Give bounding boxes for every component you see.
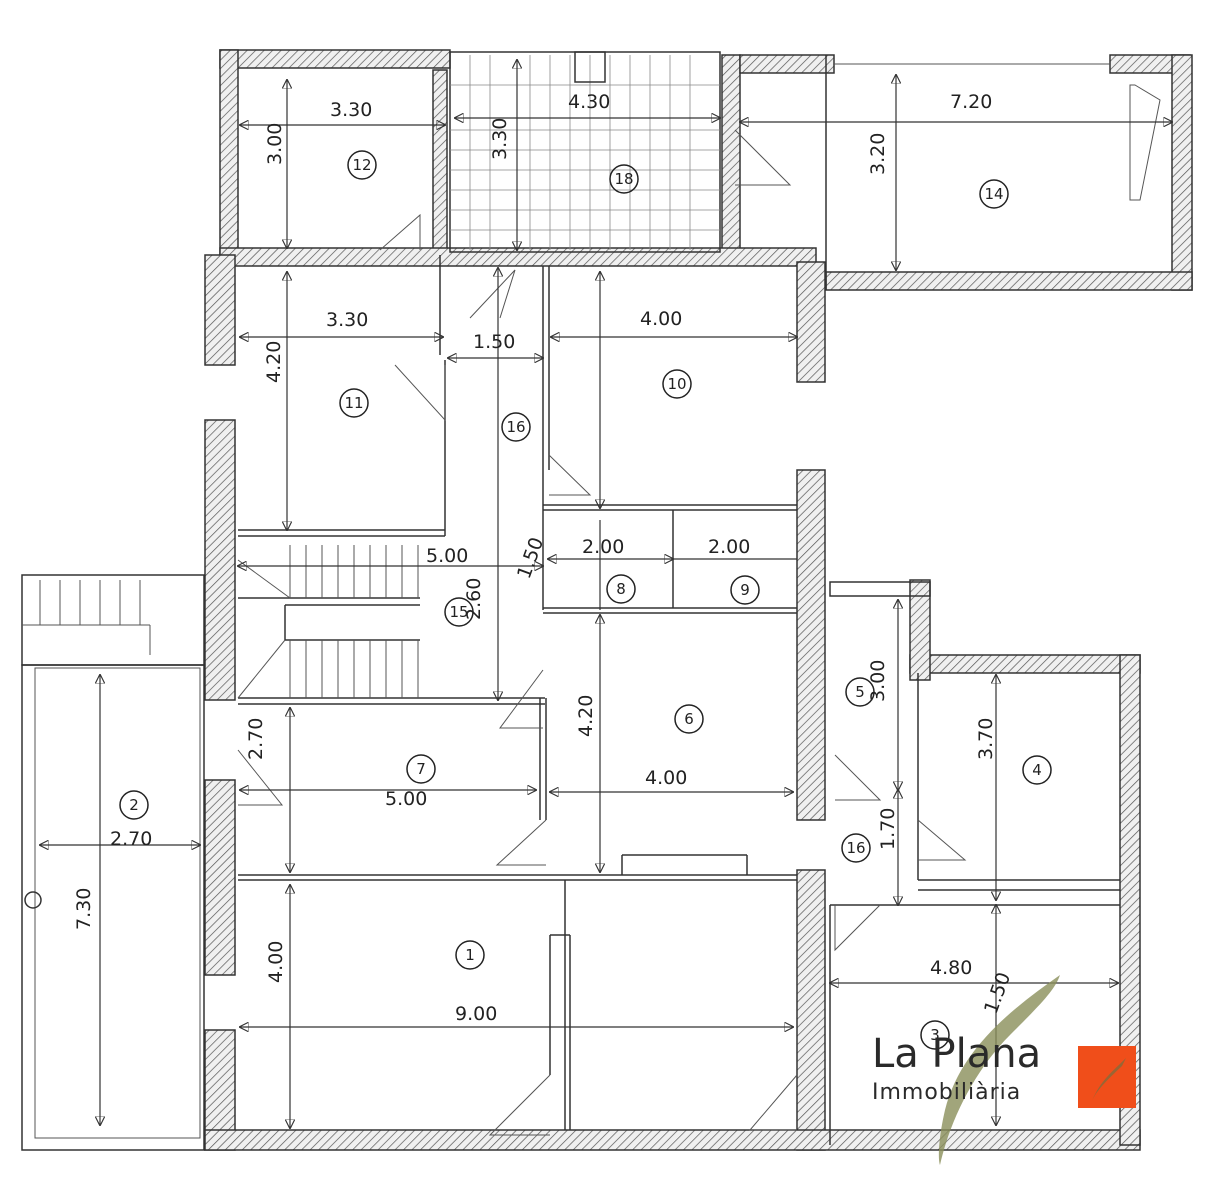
dimension-label: 5.00 xyxy=(426,545,468,567)
room-number: 12 xyxy=(352,156,371,174)
room-number-circle xyxy=(347,150,377,180)
dimension-label: 1.50 xyxy=(980,969,1015,1016)
room-marker: 10 xyxy=(662,369,692,399)
staircase xyxy=(237,545,420,699)
brand-subtitle: Immobiliària xyxy=(872,1080,1022,1105)
dimension-label: 4.20 xyxy=(575,695,597,737)
room-number: 14 xyxy=(984,185,1003,203)
dimension-label: 2.70 xyxy=(245,718,267,760)
room-marker: 14 xyxy=(979,179,1009,209)
dimension-label: 4.80 xyxy=(930,957,972,979)
door-swings xyxy=(237,84,1161,1136)
room-number: 5 xyxy=(855,683,865,701)
room-number: 18 xyxy=(614,170,633,188)
room-number-circle xyxy=(730,575,760,605)
room-number-circle xyxy=(339,388,369,418)
terrace-room-2 xyxy=(21,574,205,1151)
tile-grid-room-18 xyxy=(450,51,720,250)
room-number: 16 xyxy=(846,839,865,857)
room-number: 16 xyxy=(506,418,525,436)
dimension-label: 2.60 xyxy=(463,578,485,620)
dimension-label: 1.70 xyxy=(877,808,899,850)
partitions xyxy=(238,255,797,1130)
room-number-circle xyxy=(444,597,474,627)
room-number-circle xyxy=(979,179,1009,209)
dimension-label: 5.00 xyxy=(385,788,427,810)
room-marker: 12 xyxy=(347,150,377,180)
room-marker: 11 xyxy=(339,388,369,418)
dimension-label: 3.00 xyxy=(867,660,889,702)
room-number-circle xyxy=(841,833,871,863)
dimension-label: 3.00 xyxy=(264,123,286,165)
room-number-circle xyxy=(501,412,531,442)
room-number-circle xyxy=(845,677,875,707)
dimension-label: 4.30 xyxy=(568,91,610,113)
room-marker: 6 xyxy=(674,704,704,734)
room-number: 3 xyxy=(930,1026,940,1044)
dimension-lines xyxy=(40,60,1172,1128)
room-marker: 15 xyxy=(444,597,474,627)
dimension-label: 7.20 xyxy=(950,91,992,113)
room-marker: 16 xyxy=(841,833,871,863)
room-number: 9 xyxy=(740,581,750,599)
dimension-label: 3.70 xyxy=(975,718,997,760)
room-number-circle xyxy=(674,704,704,734)
dimension-label: 3.20 xyxy=(867,133,889,175)
dimension-label: 4.00 xyxy=(640,308,682,330)
room-number-circle xyxy=(606,574,636,604)
room-number: 11 xyxy=(344,394,363,412)
dimension-label: 1.50 xyxy=(473,331,515,353)
room-marker: 8 xyxy=(606,574,636,604)
walls xyxy=(204,49,1193,1151)
brand-name: La Plana xyxy=(872,1031,1042,1077)
brand-square-icon xyxy=(1078,1046,1136,1108)
room-number-circle xyxy=(406,754,436,784)
room-marker: 18 xyxy=(609,164,639,194)
dimension-label: 2.00 xyxy=(708,536,750,558)
dimension-label: 3.30 xyxy=(489,118,511,160)
dimension-label: 4.20 xyxy=(263,341,285,383)
room-marker: 1 xyxy=(455,940,485,970)
room-marker: 7 xyxy=(406,754,436,784)
logo-leaf-icon xyxy=(938,975,1060,1165)
dimension-label: 4.00 xyxy=(265,941,287,983)
room-marker: 3 xyxy=(920,1020,950,1050)
brand-logo: La Plana Immobiliària xyxy=(872,1034,1041,1104)
room-marker: 5 xyxy=(845,677,875,707)
dimension-labels: 3.30 4.30 7.20 3.00 3.30 3.20 3.30 1.50 4.00 4.20… xyxy=(73,91,1015,1025)
room-number: 8 xyxy=(616,580,626,598)
room-number-circle xyxy=(119,790,149,820)
room-number: 6 xyxy=(684,710,694,728)
room-number-circle xyxy=(920,1020,950,1050)
room-number-circle xyxy=(609,164,639,194)
room-number: 10 xyxy=(667,375,686,393)
room-number-circle xyxy=(455,940,485,970)
room-marker: 2 xyxy=(119,790,149,820)
dimension-label: 3.30 xyxy=(330,99,372,121)
room-marker: 9 xyxy=(730,575,760,605)
room-number-circle xyxy=(662,369,692,399)
dimension-label: 2.00 xyxy=(582,536,624,558)
dimension-label: 4.00 xyxy=(645,767,687,789)
room-number: 1 xyxy=(465,946,475,964)
room-marker: 4 xyxy=(1022,755,1052,785)
room-number: 7 xyxy=(416,760,426,778)
dimension-label: 7.30 xyxy=(73,888,95,930)
room-marker: 16 xyxy=(501,412,531,442)
room-number: 4 xyxy=(1032,761,1042,779)
dimension-label: 2.70 xyxy=(110,828,152,850)
room-number: 15 xyxy=(449,603,468,621)
room-number: 2 xyxy=(129,796,139,814)
dimension-label: 9.00 xyxy=(455,1003,497,1025)
room-number-circle xyxy=(1022,755,1052,785)
dimension-label: 3.30 xyxy=(326,309,368,331)
